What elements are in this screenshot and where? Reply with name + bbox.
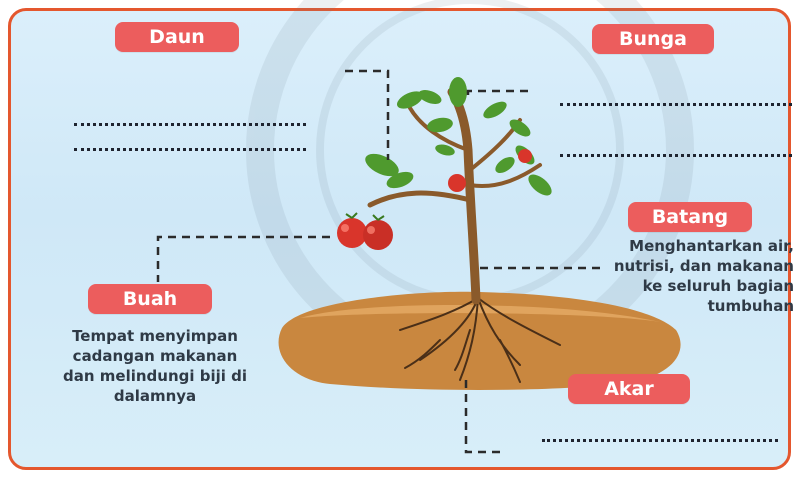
label-daun: Daun (115, 22, 239, 52)
answer-line-bunga-2[interactable] (560, 154, 792, 157)
answer-line-daun-1[interactable] (74, 123, 306, 126)
label-batang: Batang (628, 202, 752, 232)
batang-desc-line: Menghantarkan air, (588, 236, 794, 256)
label-buah: Buah (88, 284, 212, 314)
label-akar: Akar (568, 374, 690, 404)
answer-line-bunga-1[interactable] (560, 103, 792, 106)
buah-desc-line: dan melindungi biji di (52, 366, 258, 386)
answer-line-daun-2[interactable] (74, 148, 306, 151)
buah-desc-line: Tempat menyimpan (52, 326, 258, 346)
buah-desc-line: cadangan makanan (52, 346, 258, 366)
batang-desc-line: ke seluruh bagian (588, 276, 794, 296)
answer-line-akar[interactable] (542, 439, 778, 442)
batang-desc-line: tumbuhan (588, 296, 794, 316)
buah-description: Tempat menyimpan cadangan makanan dan me… (52, 326, 258, 406)
batang-description: Menghantarkan air, nutrisi, dan makanan … (588, 236, 794, 316)
batang-desc-line: nutrisi, dan makanan (588, 256, 794, 276)
label-bunga: Bunga (592, 24, 714, 54)
buah-desc-line: dalamnya (52, 386, 258, 406)
